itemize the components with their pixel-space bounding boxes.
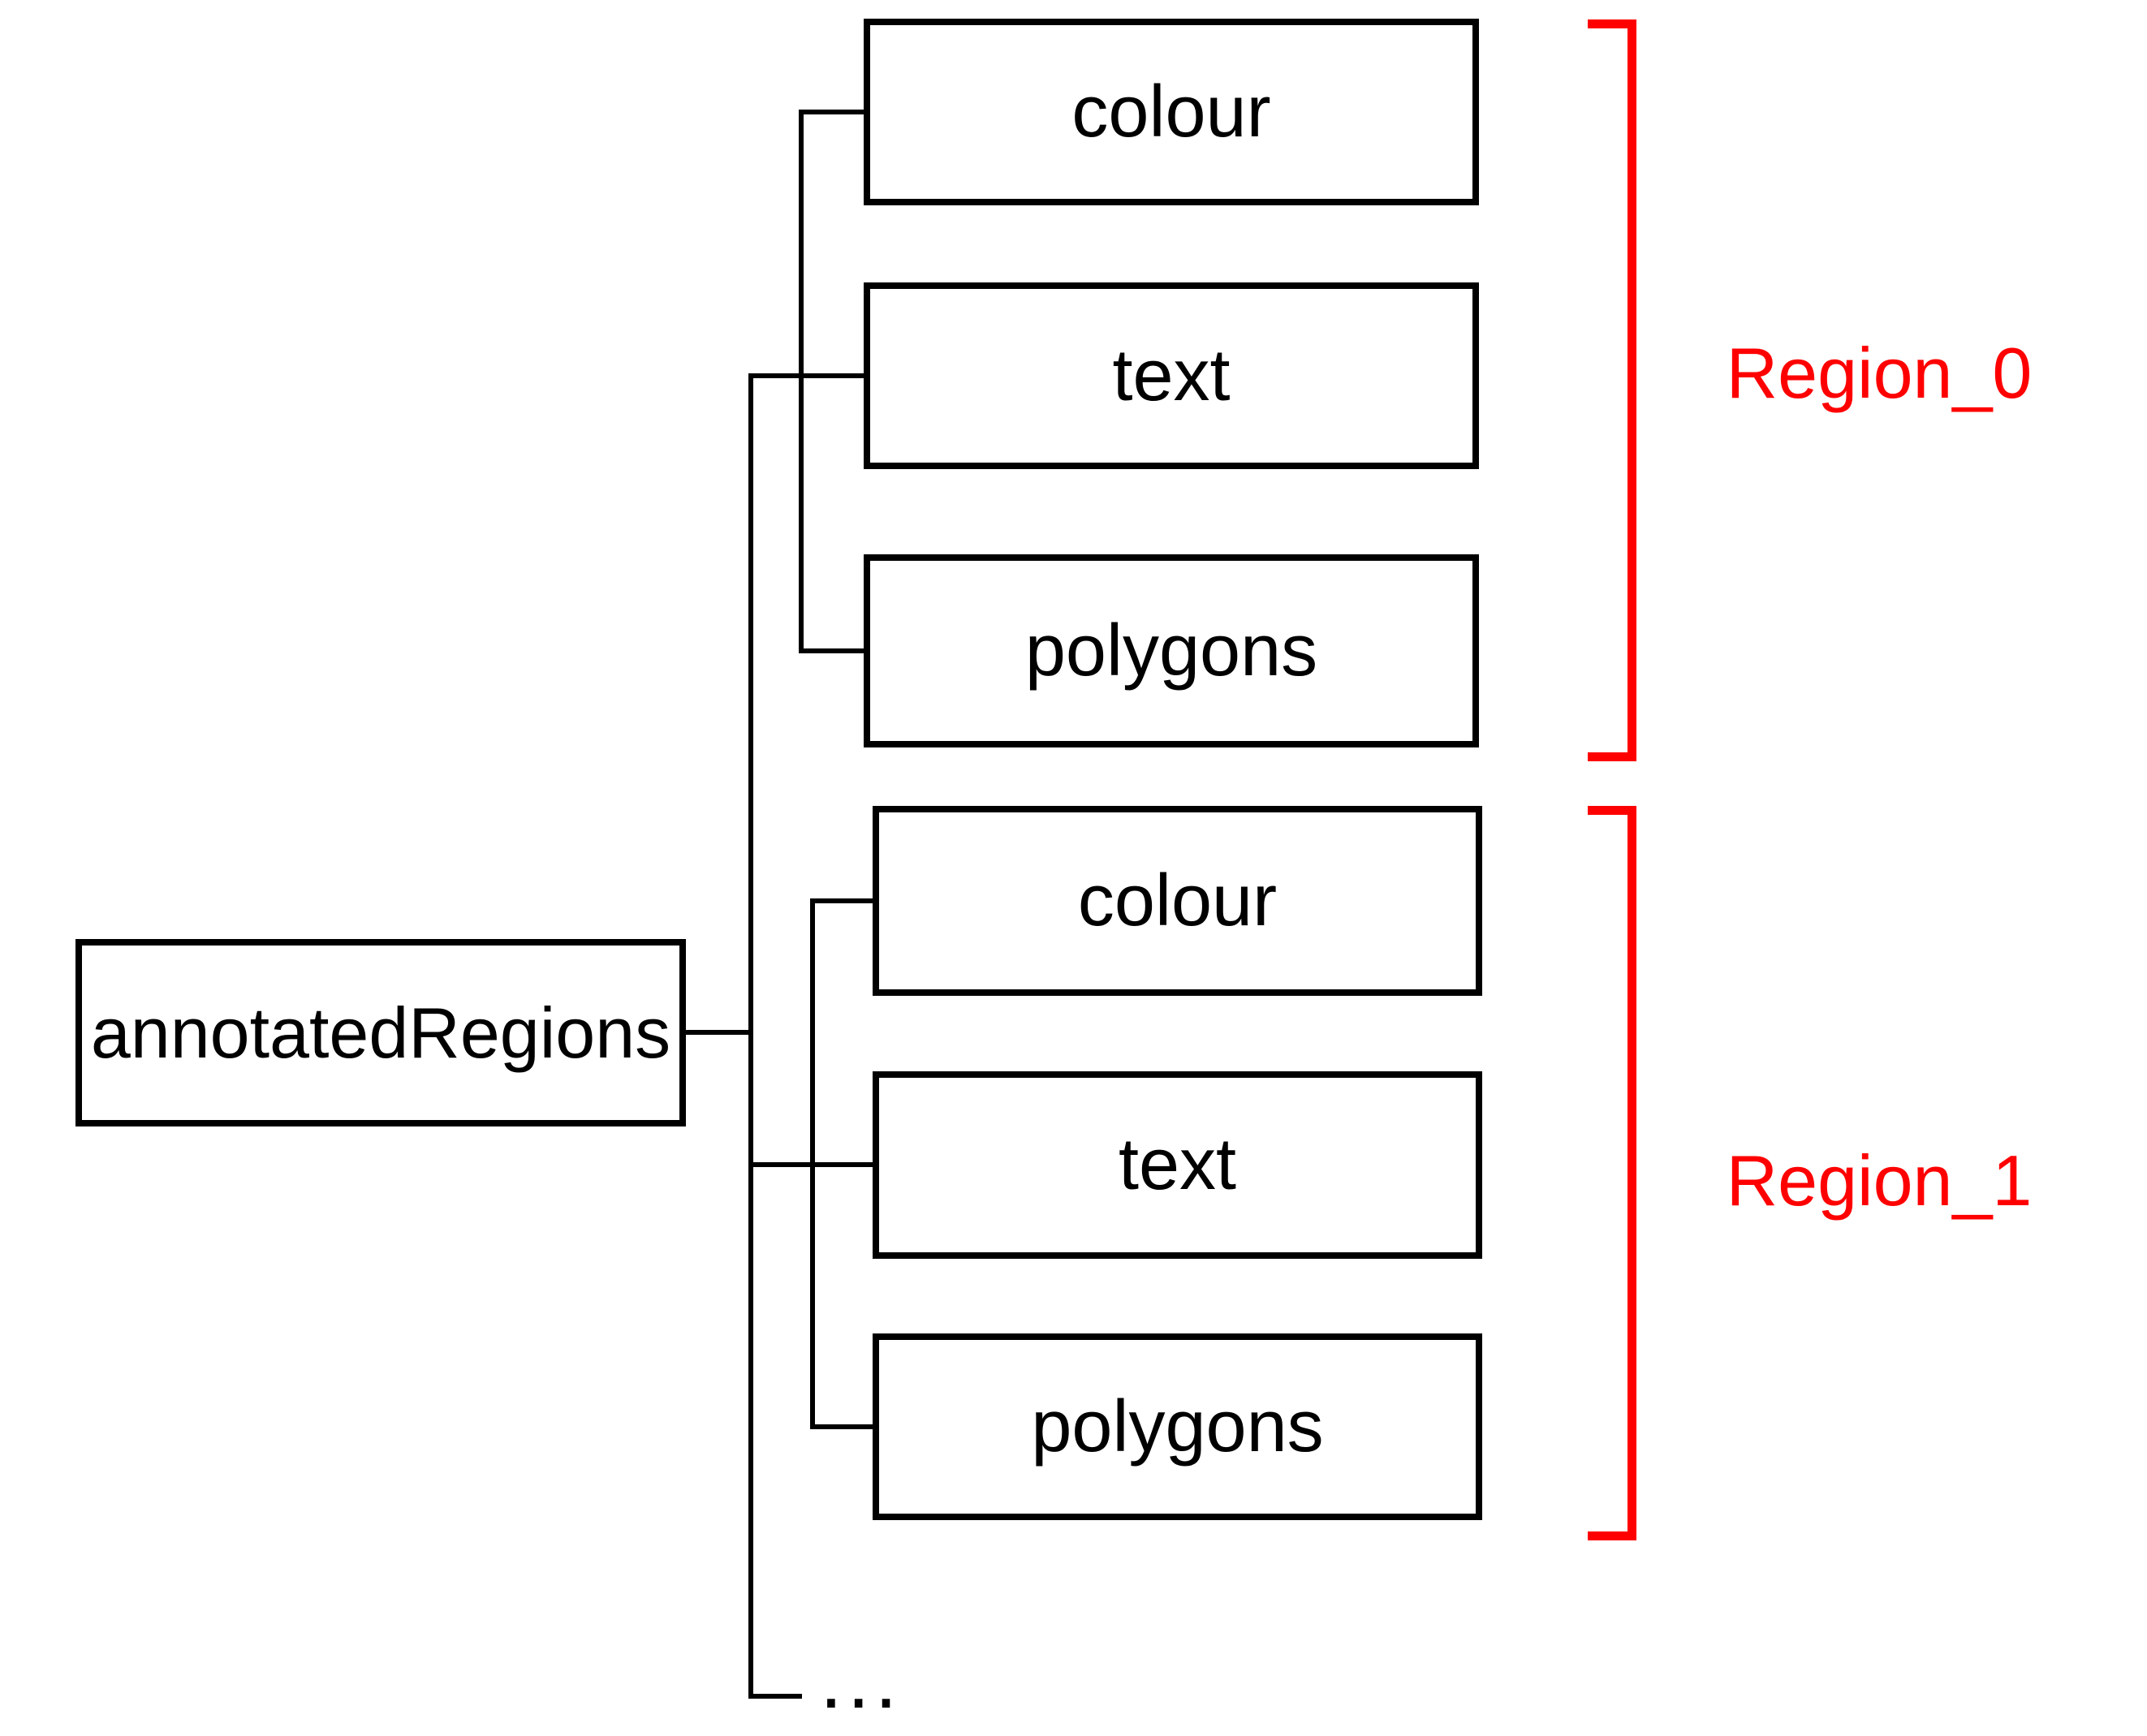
connector-region0-colour-stub: [799, 110, 864, 114]
connector-region0-polygons-stub: [799, 648, 864, 653]
connector-root-horizontal: [686, 1030, 753, 1035]
connector-region0-branch-vertical: [799, 110, 804, 653]
node-region0-polygons: polygons: [864, 554, 1479, 747]
connector-trunk-vertical: [748, 373, 753, 1699]
connector-region1-colour-stub: [810, 898, 873, 903]
connector-region1-branch-vertical: [810, 898, 815, 1429]
connector-region0-tee: [748, 373, 864, 378]
connector-ellipsis-elbow: [748, 1694, 802, 1699]
connector-region1-polygons-stub: [810, 1424, 873, 1429]
node-annotated-regions: annotatedRegions: [75, 939, 686, 1126]
region0-label: Region_0: [1726, 333, 2033, 413]
node-region1-polygons: polygons: [873, 1333, 1482, 1520]
region1-label: Region_1: [1726, 1140, 2033, 1221]
more-regions-ellipsis: ...: [820, 1635, 903, 1725]
region0-bracket: [1588, 19, 1636, 761]
node-region1-colour: colour: [873, 806, 1482, 996]
region1-bracket: [1588, 806, 1636, 1540]
node-region1-text: text: [873, 1071, 1482, 1259]
node-region0-text: text: [864, 282, 1479, 469]
node-region0-colour: colour: [864, 19, 1479, 205]
